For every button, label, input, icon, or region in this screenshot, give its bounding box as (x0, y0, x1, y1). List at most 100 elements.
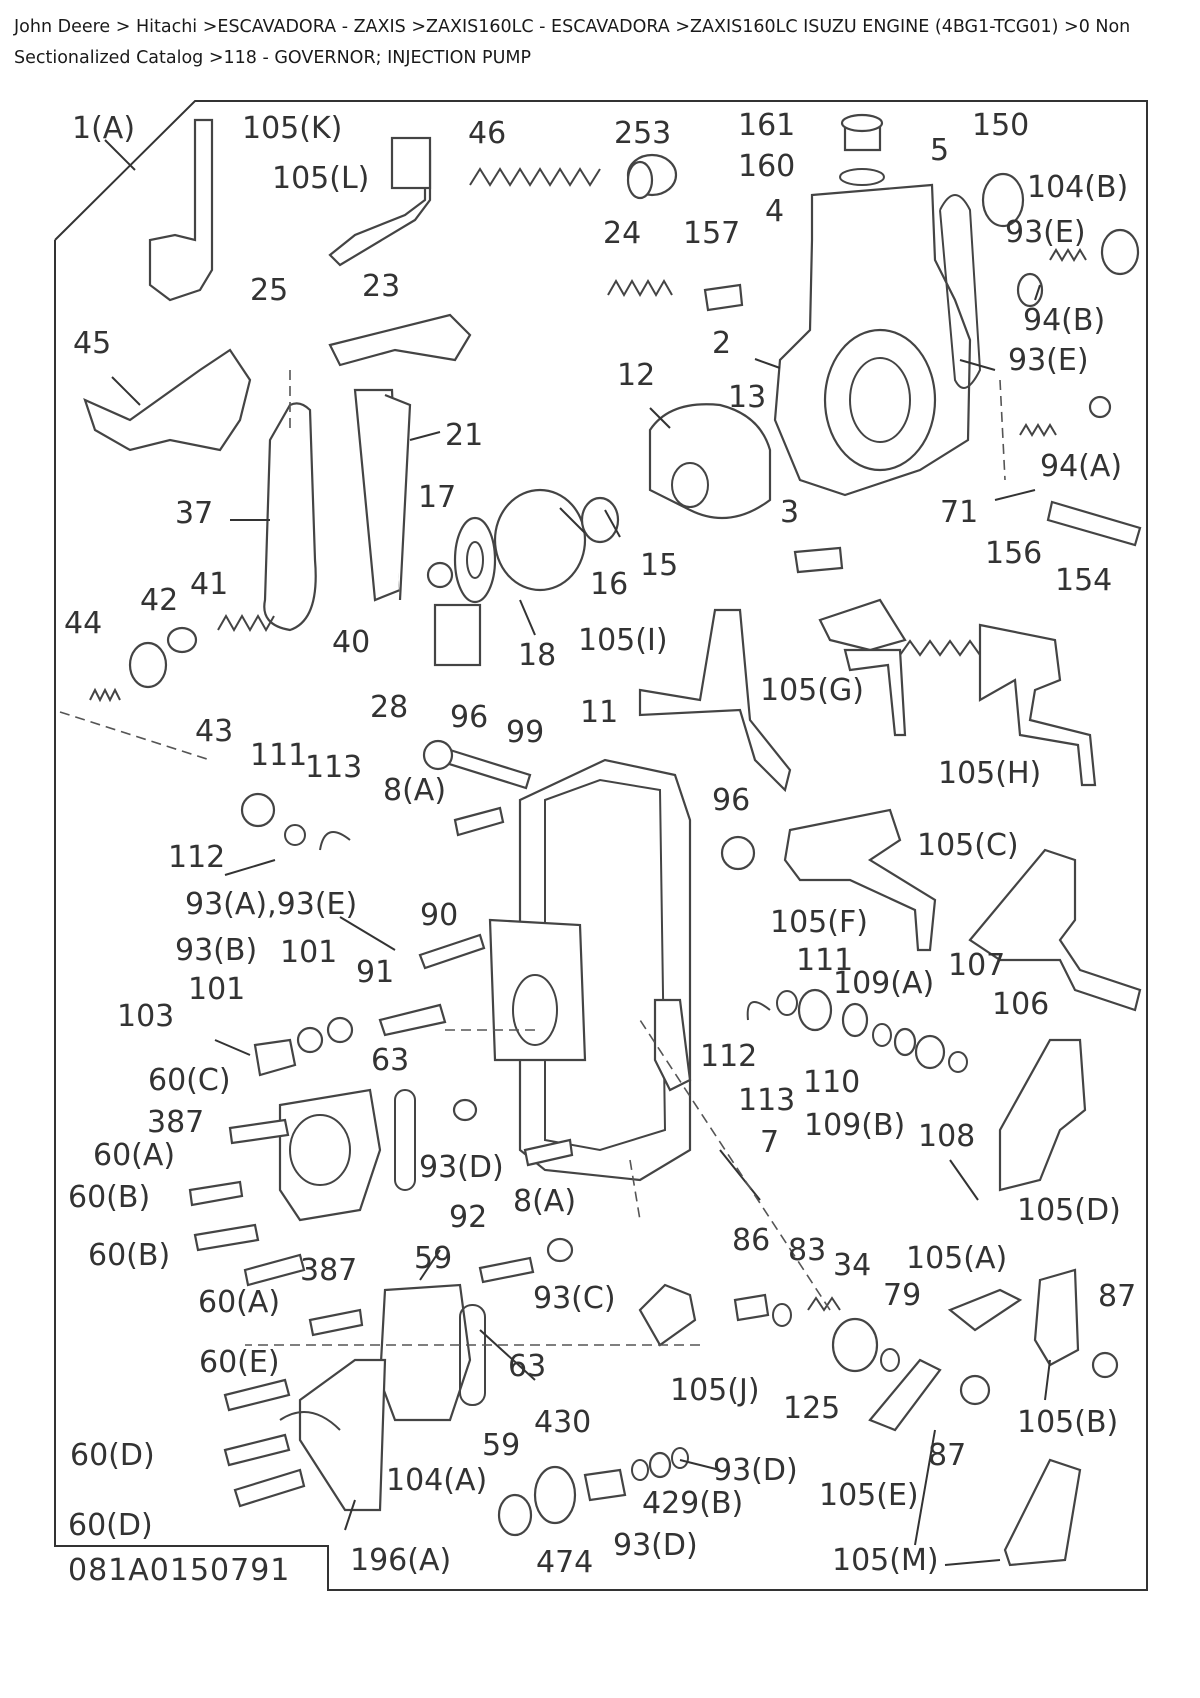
part-label: 11 (580, 695, 618, 730)
part-label: 21 (445, 418, 483, 453)
part-label: 474 (536, 1545, 593, 1580)
part-label: 60(B) (88, 1238, 170, 1273)
part-label: 93(D) (713, 1453, 798, 1488)
part-label: 104(B) (1027, 170, 1128, 205)
part-label: 23 (362, 269, 400, 304)
part-label: 105(C) (917, 828, 1019, 863)
part-label: 79 (883, 1278, 921, 1313)
part-label: 160 (738, 149, 795, 184)
part-label: 94(A) (1040, 449, 1122, 484)
part-label: 16 (590, 567, 628, 602)
part-label: 40 (332, 625, 370, 660)
part-label: 108 (918, 1119, 975, 1154)
part-label: 86 (732, 1223, 770, 1258)
part-label: 46 (468, 116, 506, 151)
part-label: 92 (449, 1200, 487, 1235)
part-label: 105(D) (1017, 1193, 1121, 1228)
part-label: 387 (147, 1105, 204, 1140)
part-label: 12 (617, 358, 655, 393)
diagram-code: 081A0150791 (68, 1553, 290, 1588)
part-label: 91 (356, 955, 394, 990)
part-label: 71 (940, 495, 978, 530)
part-label: 104(A) (386, 1463, 487, 1498)
part-label: 113 (738, 1083, 795, 1118)
part-label: 63 (371, 1043, 409, 1078)
part-label: 93(C) (533, 1281, 616, 1316)
part-label: 5 (930, 133, 949, 168)
part-label: 105(M) (832, 1543, 939, 1578)
part-label: 111 (796, 943, 853, 978)
part-label: 112 (700, 1039, 757, 1074)
part-label: 60(D) (70, 1438, 155, 1473)
part-label: 157 (683, 216, 740, 251)
part-label: 17 (418, 480, 456, 515)
part-label: 94(B) (1023, 303, 1105, 338)
part-label: 42 (140, 583, 178, 618)
part-label: 113 (305, 750, 362, 785)
part-label: 8(A) (513, 1184, 576, 1219)
part-label: 93(E) (1005, 215, 1086, 250)
part-label: 105(A) (906, 1241, 1007, 1276)
part-label: 44 (64, 606, 102, 641)
part-label: 109(A) (833, 966, 934, 1001)
leader-lines (104, 139, 1051, 1566)
part-label: 105(E) (819, 1478, 919, 1513)
part-label: 103 (117, 999, 174, 1034)
part-label: 90 (420, 898, 458, 933)
part-label: 105(G) (760, 673, 864, 708)
part-label: 430 (534, 1405, 591, 1440)
part-label: 105(B) (1017, 1405, 1118, 1440)
part-label: 101 (280, 935, 337, 970)
part-label: 93(E) (1008, 343, 1089, 378)
breadcrumb-path[interactable]: John Deere > Hitachi >ESCAVADORA - ZAXIS… (14, 17, 1131, 68)
part-label: 60(E) (199, 1345, 280, 1380)
part-label: 41 (190, 567, 228, 602)
part-label: 60(C) (148, 1063, 231, 1098)
breadcrumb[interactable]: John Deere > Hitachi >ESCAVADORA - ZAXIS… (14, 12, 1189, 74)
part-label: 107 (948, 948, 1005, 983)
part-label: 18 (518, 638, 556, 673)
part-label: 105(K) (242, 111, 342, 146)
part-label: 59 (414, 1241, 452, 1276)
part-label: 93(B) (175, 933, 257, 968)
part-label: 429(B) (642, 1486, 743, 1521)
part-label: 87 (928, 1438, 966, 1473)
part-label: 8(A) (383, 773, 446, 808)
part-label: 96 (450, 700, 488, 735)
part-label: 15 (640, 548, 678, 583)
part-label: 150 (972, 108, 1029, 143)
part-label: 93(A),93(E) (185, 887, 357, 922)
dashed-lines (59, 370, 1006, 1346)
part-label: 105(L) (272, 161, 369, 196)
part-label: 83 (788, 1233, 826, 1268)
part-labels: 1(A) 105(K) 105(L) 46 253 161 160 5 150 … (64, 108, 1136, 1580)
part-label: 196(A) (350, 1543, 451, 1578)
part-label: 34 (833, 1248, 871, 1283)
part-label: 125 (783, 1391, 840, 1426)
part-label: 101 (188, 972, 245, 1007)
part-label: 154 (1055, 563, 1112, 598)
part-label: 25 (250, 273, 288, 308)
part-label: 24 (603, 216, 641, 251)
part-label: 253 (614, 116, 671, 151)
part-label: 161 (738, 108, 795, 143)
part-label: 13 (728, 380, 766, 415)
part-label: 60(D) (68, 1508, 153, 1543)
part-label: 156 (985, 536, 1042, 571)
part-label: 105(H) (938, 756, 1041, 791)
part-label: 105(I) (578, 623, 668, 658)
part-label: 109(B) (804, 1108, 905, 1143)
part-label: 112 (168, 840, 225, 875)
part-label: 7 (760, 1125, 779, 1160)
diagram-frame (54, 100, 1148, 1591)
part-label: 99 (506, 715, 544, 750)
part-label: 110 (803, 1065, 860, 1100)
part-label: 93(D) (419, 1150, 504, 1185)
part-label: 111 (250, 738, 307, 773)
part-label: 96 (712, 783, 750, 818)
part-label: 93(D) (613, 1528, 698, 1563)
part-label: 60(A) (93, 1138, 175, 1173)
part-label: 387 (300, 1253, 357, 1288)
part-label: 3 (780, 495, 799, 530)
